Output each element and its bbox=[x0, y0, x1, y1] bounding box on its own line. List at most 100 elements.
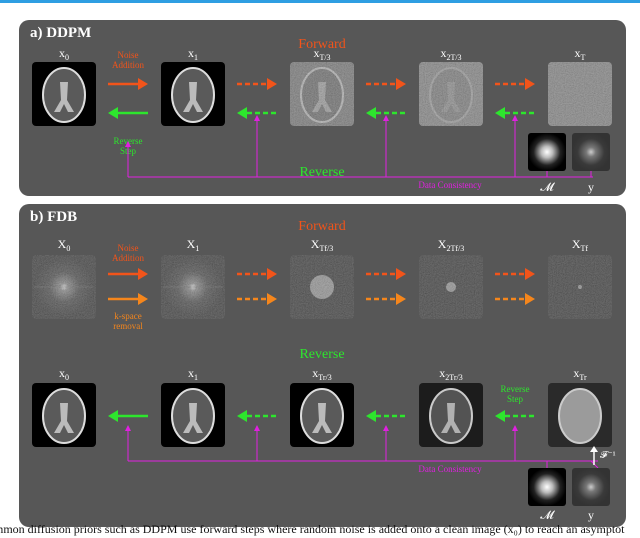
reconstruction-image bbox=[32, 383, 96, 447]
data-consistency-label: Data Consistency bbox=[418, 180, 482, 190]
arrow-head bbox=[108, 107, 118, 119]
noise-texture bbox=[419, 255, 483, 319]
arrow-head bbox=[366, 410, 376, 422]
image-label-subscript: 0 bbox=[65, 373, 69, 382]
kspace-removal-label: removal bbox=[113, 321, 143, 331]
noise-texture bbox=[548, 255, 612, 319]
brain-ventricles bbox=[54, 82, 74, 112]
brain-ventricles bbox=[441, 403, 461, 433]
brain-ventricles bbox=[54, 403, 74, 433]
image-label-subscript: 0 bbox=[65, 53, 69, 62]
arrow-head bbox=[396, 293, 406, 305]
forward-arrow-dashed bbox=[495, 78, 535, 90]
noise-addition-arrow bbox=[108, 268, 148, 280]
forward-label: Forward bbox=[298, 37, 345, 52]
reverse-arrow-dashed bbox=[366, 410, 406, 422]
inverse-fourier-label: 𝓕⁻¹ bbox=[600, 450, 616, 461]
kspace-label: X0 bbox=[58, 237, 71, 253]
kspace-image bbox=[290, 255, 354, 319]
noise-addition-arrow-dashed bbox=[366, 268, 406, 280]
mask-label: 𝓜 bbox=[540, 180, 555, 194]
forward-arrow-dashed bbox=[237, 78, 277, 90]
arrow-head bbox=[237, 107, 247, 119]
reconstruction-image bbox=[419, 383, 483, 447]
arrow-head bbox=[267, 78, 277, 90]
top-accent-bar bbox=[0, 0, 640, 3]
image-label-base: x bbox=[59, 366, 65, 380]
reverse-arrow-dashed bbox=[237, 107, 277, 119]
image-label-base: x bbox=[312, 366, 318, 380]
panel-a-title: a) DDPM bbox=[30, 25, 91, 41]
kspace-label-subscript: Tf bbox=[581, 244, 589, 253]
kspace-label-subscript: 2Tf/3 bbox=[446, 244, 464, 253]
noise-addition-arrow-dashed bbox=[495, 268, 535, 280]
arrow-head bbox=[525, 293, 535, 305]
arrow-head bbox=[108, 410, 118, 422]
diffusion-image bbox=[32, 62, 96, 126]
reconstruction-image bbox=[161, 383, 225, 447]
inverse-fourier-arrowhead bbox=[590, 446, 598, 452]
reverse-label: Reverse bbox=[299, 165, 344, 180]
measurement-image bbox=[572, 468, 610, 506]
data-consistency-label: Data Consistency bbox=[418, 464, 482, 474]
image-label-subscript: T/3 bbox=[319, 53, 330, 62]
reverse-step-label: Step bbox=[507, 394, 524, 404]
diffusion-image bbox=[548, 62, 612, 126]
reverse-step-label: Reverse bbox=[501, 384, 530, 394]
image-label: x1 bbox=[188, 46, 198, 62]
noise-texture bbox=[161, 255, 225, 319]
diffusion-image bbox=[419, 62, 483, 126]
arrow-head bbox=[267, 293, 277, 305]
kspace-image bbox=[32, 255, 96, 319]
mask-label: 𝓜 bbox=[540, 508, 555, 522]
reverse-arrow-dashed bbox=[237, 410, 277, 422]
reverse-arrow bbox=[108, 410, 148, 422]
kspace-image bbox=[419, 255, 483, 319]
kspace-image bbox=[161, 255, 225, 319]
kspace-removal-arrow-dashed bbox=[366, 293, 406, 305]
sampling-mask-image bbox=[528, 468, 566, 506]
arrow-head bbox=[495, 107, 505, 119]
image-label-base: x bbox=[188, 46, 194, 60]
reconstruction-image bbox=[290, 383, 354, 447]
measurement-label: y bbox=[588, 180, 594, 194]
arrow-head bbox=[495, 410, 505, 422]
kspace-removal-arrow-dashed bbox=[237, 293, 277, 305]
kspace-label: X1 bbox=[187, 237, 200, 253]
reverse-arrow-dashed bbox=[366, 107, 406, 119]
arrow-head bbox=[525, 268, 535, 280]
image-label-base: x bbox=[188, 366, 194, 380]
kspace-label-base: X bbox=[311, 237, 320, 251]
arrow-head bbox=[525, 78, 535, 90]
reverse-arrow bbox=[108, 107, 148, 119]
arrow-head bbox=[138, 293, 148, 305]
image-label-base: x bbox=[575, 46, 581, 60]
kspace-image bbox=[548, 255, 612, 319]
noise-texture bbox=[290, 255, 354, 319]
reverse-label: Reverse bbox=[299, 347, 344, 362]
measurement-image bbox=[572, 133, 610, 171]
noise-addition-label: Addition bbox=[112, 253, 145, 263]
forward-arrow bbox=[108, 78, 148, 90]
brain-ventricles bbox=[183, 403, 203, 433]
noise-addition-label: Noise bbox=[118, 50, 139, 60]
noise-addition-arrow-dashed bbox=[237, 268, 277, 280]
noise-texture bbox=[419, 62, 483, 126]
panel-b-title: b) FDB bbox=[30, 209, 77, 225]
image-label-subscript: T bbox=[581, 53, 586, 62]
arrow-head bbox=[267, 268, 277, 280]
arrow-head bbox=[237, 410, 247, 422]
kspace-label: XTf/3 bbox=[311, 237, 333, 253]
sampling-mask-image bbox=[528, 133, 566, 171]
brain-outline bbox=[558, 388, 602, 444]
noise-addition-label: Noise bbox=[118, 243, 139, 253]
kspace-label-subscript: Tf/3 bbox=[319, 244, 333, 253]
image-label: xTr/3 bbox=[312, 366, 332, 382]
image-label-subscript: Tr bbox=[579, 373, 587, 382]
image-label: x0 bbox=[59, 46, 69, 62]
figure-caption: mmon diffusion priors such as DDPM use f… bbox=[0, 522, 625, 536]
forward-label: Forward bbox=[298, 219, 345, 234]
